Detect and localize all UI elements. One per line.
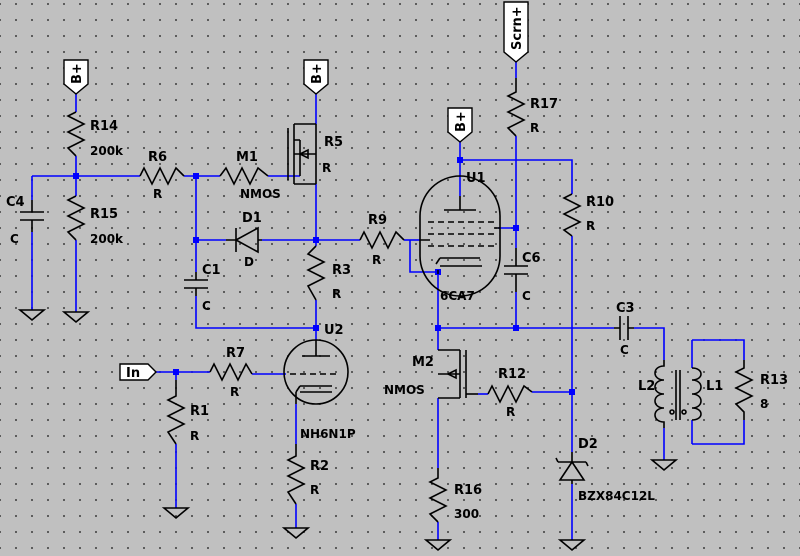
capacitor-c3[interactable]: C3 C bbox=[614, 301, 635, 357]
ref-label: R16 bbox=[454, 483, 482, 498]
zener-d2[interactable]: D2 BZX84C12L bbox=[555, 437, 655, 503]
nmos-m1[interactable]: R5 R bbox=[287, 123, 343, 185]
ref-label: U2 bbox=[324, 323, 344, 338]
ref-label: R15 bbox=[90, 207, 118, 222]
ground-symbols bbox=[17, 309, 679, 552]
ref-label: C1 bbox=[202, 263, 221, 278]
capacitor-c6[interactable]: C6 C bbox=[504, 248, 541, 303]
resistor-r9[interactable]: R9 R bbox=[359, 213, 405, 267]
resistor-r17[interactable]: R17 R bbox=[506, 78, 558, 137]
resistor-r2[interactable]: R2 R bbox=[286, 444, 329, 505]
inductor-l2[interactable]: L2 bbox=[638, 360, 675, 428]
ref-label: R6 bbox=[148, 150, 167, 165]
value-label: R bbox=[190, 429, 199, 443]
value-label: C bbox=[620, 343, 629, 357]
junctions bbox=[73, 157, 575, 395]
ref-label: M1 bbox=[236, 150, 258, 165]
value-label: 200k bbox=[90, 232, 124, 246]
flag-label: In bbox=[126, 366, 140, 381]
ref-label: D1 bbox=[242, 211, 262, 226]
value-label: R bbox=[153, 187, 162, 201]
resistor-r12[interactable]: R12 R bbox=[487, 367, 533, 419]
ref-label: R17 bbox=[530, 97, 558, 112]
resistor-r14[interactable]: R14 200k bbox=[66, 111, 124, 158]
nmos-m2[interactable]: M2 NMOS bbox=[384, 349, 478, 399]
ref-label: R13 bbox=[760, 373, 788, 388]
value-label: NMOS bbox=[240, 187, 281, 201]
resistor-r16[interactable]: R16 300 bbox=[428, 468, 482, 523]
value-label: R bbox=[310, 483, 319, 497]
diode-d1[interactable]: D1 D bbox=[226, 211, 262, 269]
flag-in: In bbox=[119, 363, 157, 381]
ref-label: R10 bbox=[586, 195, 614, 210]
flag-label: B+ bbox=[70, 63, 85, 84]
flag-bplus-u1: B+ bbox=[447, 107, 473, 143]
flag-scrn: Scrn+ bbox=[503, 1, 529, 63]
value-label: BZX84C12L bbox=[578, 489, 655, 503]
ref-label: L1 bbox=[706, 379, 723, 394]
value-label: R bbox=[586, 219, 595, 233]
resistor-r15[interactable]: R15 200k bbox=[66, 195, 124, 246]
ref-label: C3 bbox=[616, 301, 635, 316]
flag-label: Scrn+ bbox=[510, 6, 525, 50]
value-label: 6CA7 bbox=[440, 289, 475, 303]
ref-label: R1 bbox=[190, 404, 209, 419]
value-label: R bbox=[322, 161, 331, 175]
ref-label: U1 bbox=[466, 171, 486, 186]
ref-label: C6 bbox=[522, 251, 541, 266]
value-label: 200k bbox=[90, 144, 124, 158]
flag-bplus-left: B+ bbox=[63, 59, 89, 95]
flag-label: B+ bbox=[310, 63, 325, 84]
ref-label: R9 bbox=[368, 213, 387, 228]
flag-label: B+ bbox=[454, 111, 469, 132]
value-label: R bbox=[506, 405, 515, 419]
value-label: R bbox=[530, 121, 539, 135]
ref-label: R5 bbox=[324, 135, 343, 150]
ref-label: R2 bbox=[310, 459, 329, 474]
resistor-r5[interactable]: R6 R bbox=[139, 150, 185, 201]
value-label: R bbox=[332, 287, 341, 301]
ref-label: R14 bbox=[90, 119, 118, 134]
ref-label: C4 bbox=[6, 195, 25, 210]
ref-label: R7 bbox=[226, 346, 245, 361]
flag-bplus-mid: B+ bbox=[303, 59, 329, 95]
capacitor-c1[interactable]: C1 C bbox=[184, 263, 221, 313]
resistor-r10[interactable]: R10 R bbox=[562, 193, 614, 237]
value-label: R bbox=[230, 385, 239, 399]
value-label: R bbox=[372, 253, 381, 267]
ref-label: L2 bbox=[638, 379, 655, 394]
value-label: NMOS bbox=[384, 383, 425, 397]
resistor-r3[interactable]: R3 R bbox=[306, 245, 351, 301]
resistor-r7[interactable]: R7 R bbox=[209, 346, 253, 399]
value-label: D bbox=[244, 255, 254, 269]
ref-label: R3 bbox=[332, 263, 351, 278]
ref-label: D2 bbox=[578, 437, 598, 452]
resistor-r1[interactable]: R1 R bbox=[166, 380, 209, 445]
value-label: C bbox=[522, 289, 531, 303]
value-label: NH6N1P bbox=[300, 427, 356, 441]
capacitor-c4[interactable]: C4 C bbox=[6, 195, 44, 246]
value-label: 8 bbox=[760, 397, 768, 411]
ref-label: M2 bbox=[412, 355, 434, 370]
resistor-r6[interactable]: M1 NMOS bbox=[219, 150, 281, 201]
ref-label: R12 bbox=[498, 367, 526, 382]
value-label: C bbox=[202, 299, 211, 313]
wires bbox=[31, 60, 745, 540]
value-label: 300 bbox=[454, 507, 479, 521]
inductor-l1[interactable]: L1 bbox=[675, 367, 723, 421]
triode-u2[interactable]: U2 NH6N1P bbox=[283, 323, 356, 441]
pentode-u1[interactable]: U1 6CA7 bbox=[419, 171, 501, 303]
value-label: C bbox=[10, 232, 19, 246]
resistor-r13[interactable]: R13 8 bbox=[734, 360, 788, 420]
